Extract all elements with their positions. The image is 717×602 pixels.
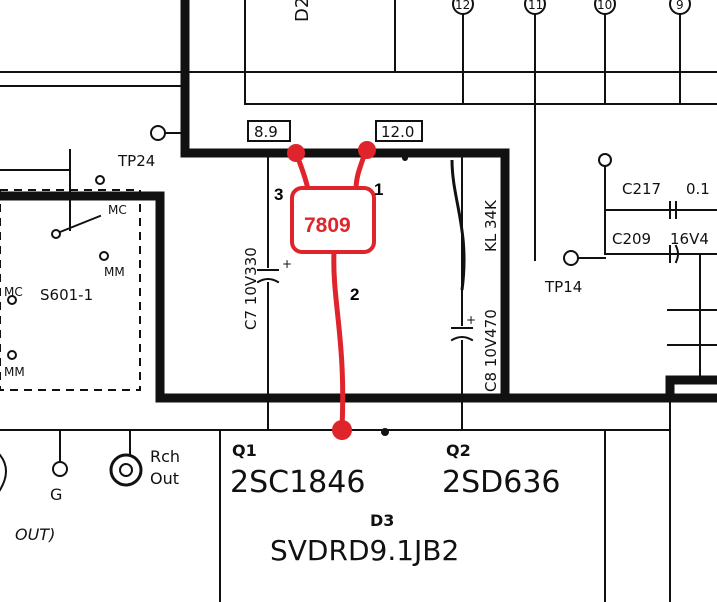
- switch-s601: MC MM MC MM S601-1: [0, 149, 141, 391]
- rch-out-jack-inner: [119, 463, 133, 477]
- pin2-label: 2: [350, 285, 359, 304]
- pin-label-11: 11: [528, 0, 543, 12]
- pin3-label: 3: [274, 185, 283, 204]
- rch-label: Rch: [150, 447, 180, 466]
- pin-marker-9: [669, 0, 691, 15]
- pin-label-10: 10: [597, 0, 612, 12]
- mm-right: MM: [104, 265, 125, 279]
- q1-label: Q1: [232, 441, 257, 460]
- c209-value: 16V4: [670, 230, 709, 248]
- mm-left: MM: [4, 365, 25, 379]
- component-block: Q1 2SC1846 Q2 2SD636 D3 SVDRD9.1JB2: [219, 397, 671, 602]
- regulator-label: 7809: [304, 214, 351, 237]
- ref-d2: D2: [292, 0, 313, 22]
- test-point-tp14: TP14: [544, 250, 606, 296]
- pin1-label: 1: [374, 180, 383, 199]
- right-capacitor-block: C217 0.1 C209 16V4: [534, 103, 717, 381]
- voltage-box-right: 12.0: [375, 120, 423, 142]
- q2-part: 2SD636: [442, 465, 561, 500]
- regulator-pin2-dot: [332, 420, 352, 440]
- c7-label: C7 10V330: [242, 247, 260, 330]
- d3-label: D3: [370, 511, 394, 530]
- capacitor-c8: + C8 10V470: [450, 309, 500, 392]
- voltage-box-left: 8.9: [247, 120, 291, 142]
- c8-plus: +: [466, 313, 476, 327]
- pin-marker-11: [524, 0, 546, 15]
- pin-marker-12: [452, 0, 474, 15]
- c8-label: C8 10V470: [482, 309, 500, 392]
- mc-left: MC: [4, 285, 23, 299]
- out-paren-label: OUT): [15, 525, 55, 544]
- c217-label: C217: [622, 180, 661, 198]
- tp24-label: TP24: [117, 152, 155, 170]
- q1-part: 2SC1846: [230, 465, 365, 500]
- mc-right: MC: [108, 203, 127, 217]
- resistor-trace: [450, 159, 466, 291]
- g-jack: [52, 461, 68, 477]
- tp14-label: TP14: [544, 278, 582, 296]
- test-point-tp24: TP24: [117, 125, 186, 170]
- pin-label-12: 12: [455, 0, 470, 12]
- c217-value: 0.1: [686, 180, 710, 198]
- regulator-box: [290, 186, 376, 254]
- regulator-overlay: 7809 3 1 2: [274, 141, 383, 440]
- output-jacks: G Rch Out OUT): [0, 429, 221, 544]
- c7-plus: +: [282, 257, 292, 271]
- g-label: G: [50, 485, 62, 504]
- q2-label: Q2: [446, 441, 471, 460]
- d3-part: SVDRD9.1JB2: [270, 534, 459, 567]
- c209-label: C209: [612, 230, 651, 248]
- junction-dots: [381, 155, 408, 436]
- resistor-label: KL 34K: [482, 199, 500, 252]
- top-pin-markers: 12 11 10 9: [452, 0, 691, 15]
- voltage-left: 8.9: [254, 123, 278, 141]
- pin-label-9: 9: [676, 0, 684, 12]
- switch-label: S601-1: [40, 286, 93, 304]
- top-wiring: [0, 0, 717, 105]
- out-label: Out: [150, 469, 179, 488]
- voltage-right: 12.0: [381, 123, 414, 141]
- power-rail: [0, 0, 717, 403]
- pin-marker-10: [594, 0, 616, 15]
- regulator-pin3-dot: [287, 144, 305, 162]
- capacitor-c7: + C7 10V330: [242, 247, 292, 330]
- regulator-pin1-dot: [358, 141, 376, 159]
